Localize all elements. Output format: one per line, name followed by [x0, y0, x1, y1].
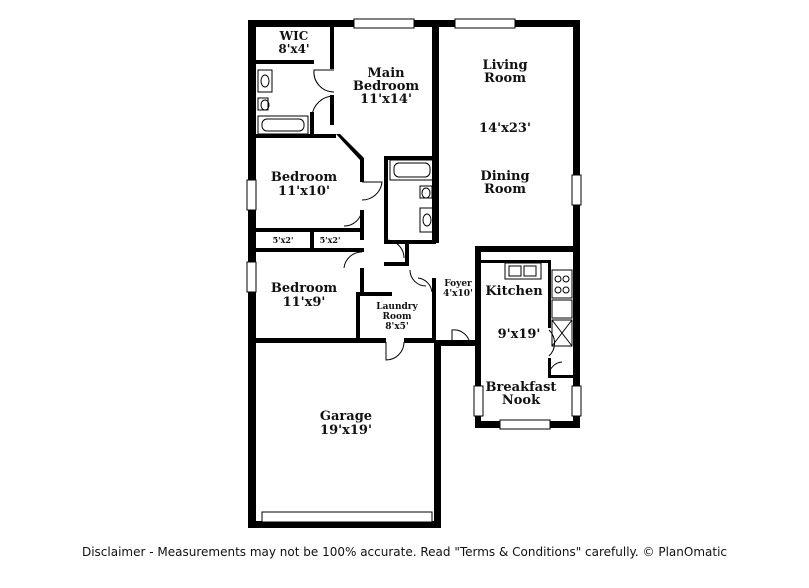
kitchen-name: Kitchen — [485, 284, 543, 299]
breakfast-nook-name-2: Nook — [502, 393, 541, 408]
laundry-size: 8'x5' — [385, 322, 408, 332]
garage-size: 19'x19' — [320, 423, 372, 438]
exterior-walls — [248, 20, 580, 528]
bedroom-1-size: 11'x10' — [278, 184, 330, 199]
bedroom-2-size: 11'x9' — [283, 295, 326, 310]
laundry-name-1: Laundry — [376, 302, 418, 312]
fixtures — [257, 69, 573, 347]
closet-b-size: 5'x2' — [320, 235, 341, 245]
windows — [246, 18, 582, 523]
main-bedroom-name-2: Bedroom — [353, 79, 420, 94]
bedroom-2-name: Bedroom — [271, 281, 338, 296]
foyer-name: Foyer — [444, 279, 472, 289]
garage-name: Garage — [320, 409, 372, 424]
doors — [311, 69, 563, 376]
dining-room-name-2: Room — [484, 182, 526, 197]
living-room-name-2: Room — [484, 71, 526, 86]
closet-a-size: 5'x2' — [273, 235, 294, 245]
kitchen-size: 9'x19' — [498, 327, 541, 342]
disclaimer-text: Disclaimer - Measurements may not be 100… — [81, 545, 728, 559]
wic-name: WIC — [279, 29, 309, 43]
dining-room-name-1: Dining — [480, 169, 529, 184]
wic-size: 8'x4' — [278, 42, 309, 56]
bedroom-1-name: Bedroom — [271, 170, 338, 185]
laundry-name-2: Room — [382, 312, 411, 322]
foyer-size: 4'x10' — [443, 289, 473, 299]
main-bedroom-name-1: Main — [367, 66, 405, 81]
living-room-name-1: Living — [482, 58, 527, 73]
living-room-size: 14'x23' — [479, 121, 531, 136]
main-bedroom-size: 11'x14' — [360, 92, 412, 107]
breakfast-nook-name-1: Breakfast — [486, 380, 557, 395]
interior-walls — [256, 27, 573, 378]
